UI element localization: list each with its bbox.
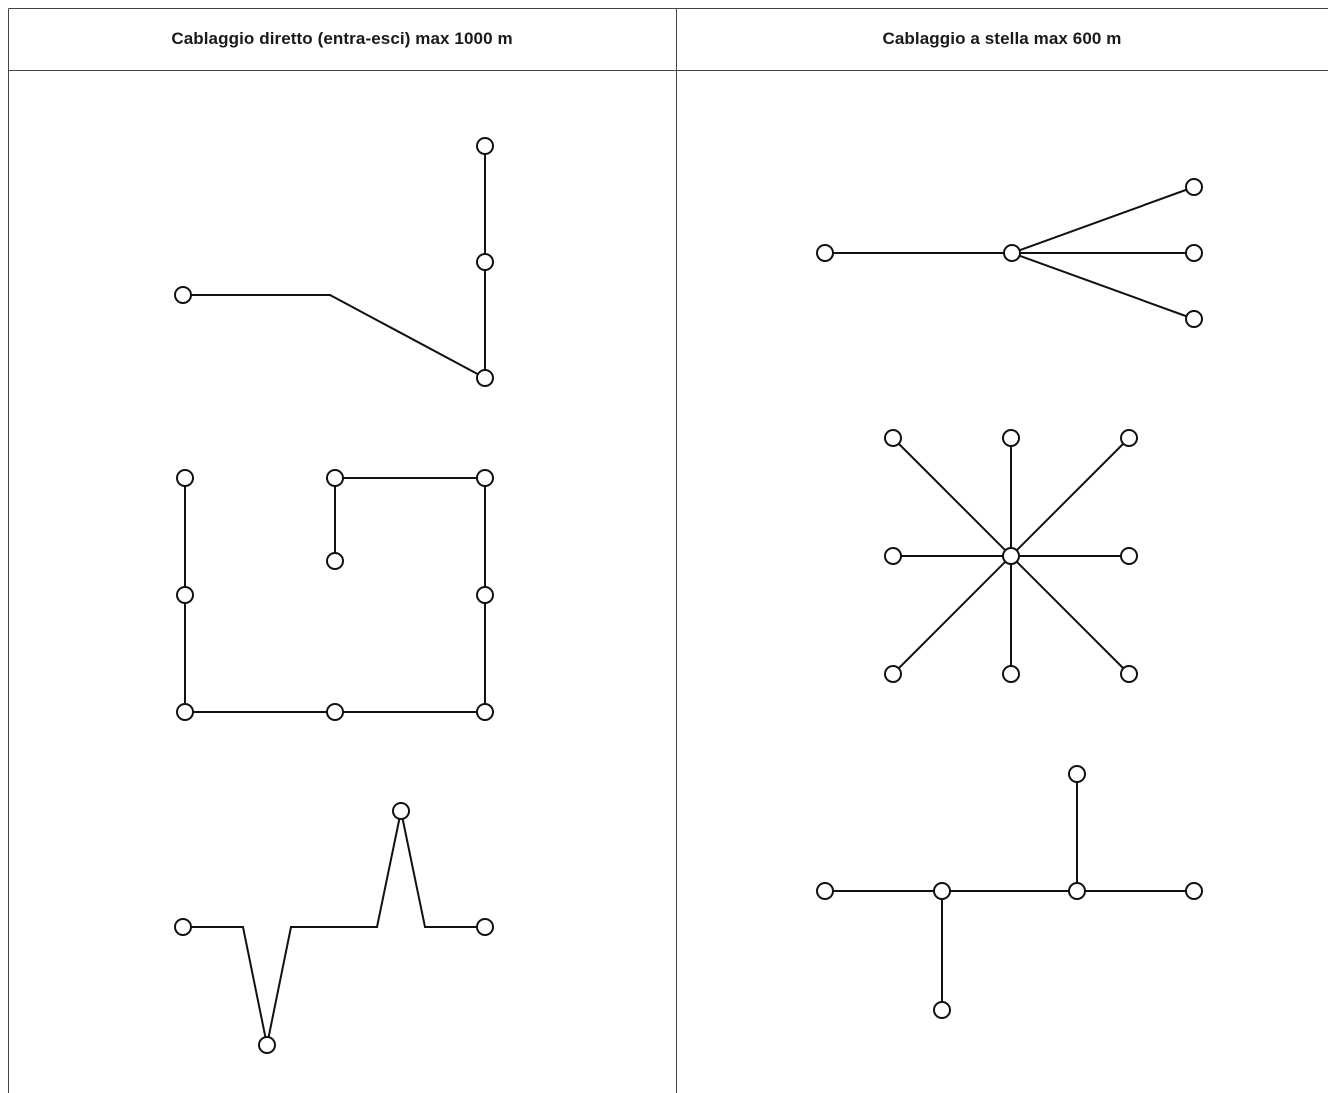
device-node bbox=[174, 918, 192, 936]
device-node bbox=[816, 882, 834, 900]
device-node bbox=[176, 586, 194, 604]
device-node bbox=[1002, 429, 1020, 447]
device-node bbox=[476, 253, 494, 271]
device-node bbox=[476, 703, 494, 721]
device-node bbox=[933, 1001, 951, 1019]
device-node bbox=[816, 244, 834, 262]
device-node bbox=[1185, 882, 1203, 900]
device-node bbox=[1068, 765, 1086, 783]
device-node bbox=[476, 469, 494, 487]
device-node bbox=[176, 703, 194, 721]
star-diagram-2 bbox=[884, 429, 1138, 683]
device-node bbox=[326, 552, 344, 570]
device-node bbox=[392, 802, 410, 820]
device-node bbox=[476, 137, 494, 155]
device-node bbox=[1120, 547, 1138, 565]
device-node bbox=[176, 469, 194, 487]
hub-node bbox=[1002, 547, 1020, 565]
device-node bbox=[326, 703, 344, 721]
device-node bbox=[1185, 310, 1203, 328]
device-node bbox=[1120, 665, 1138, 683]
device-node bbox=[1002, 665, 1020, 683]
device-node bbox=[1120, 429, 1138, 447]
device-node bbox=[1185, 178, 1203, 196]
direct-diagram-2 bbox=[176, 469, 494, 721]
header-star-wiring: Cablaggio a stella max 600 m bbox=[882, 29, 1122, 48]
header-direct-wiring: Cablaggio diretto (entra-esci) max 1000 … bbox=[171, 29, 513, 48]
device-node bbox=[326, 469, 344, 487]
device-node bbox=[258, 1036, 276, 1054]
hub-node bbox=[1068, 882, 1086, 900]
device-node bbox=[476, 369, 494, 387]
device-node bbox=[1185, 244, 1203, 262]
hub-node bbox=[933, 882, 951, 900]
device-node bbox=[884, 665, 902, 683]
star-diagram-1 bbox=[816, 178, 1203, 328]
direct-diagram-3 bbox=[174, 802, 494, 1054]
device-node bbox=[476, 918, 494, 936]
star-diagram-3 bbox=[816, 765, 1203, 1019]
hub-node bbox=[1003, 244, 1021, 262]
direct-diagram-1 bbox=[174, 137, 494, 387]
device-node bbox=[476, 586, 494, 604]
device-node bbox=[884, 429, 902, 447]
device-node bbox=[884, 547, 902, 565]
device-node bbox=[174, 286, 192, 304]
table-frame bbox=[8, 8, 1328, 1093]
